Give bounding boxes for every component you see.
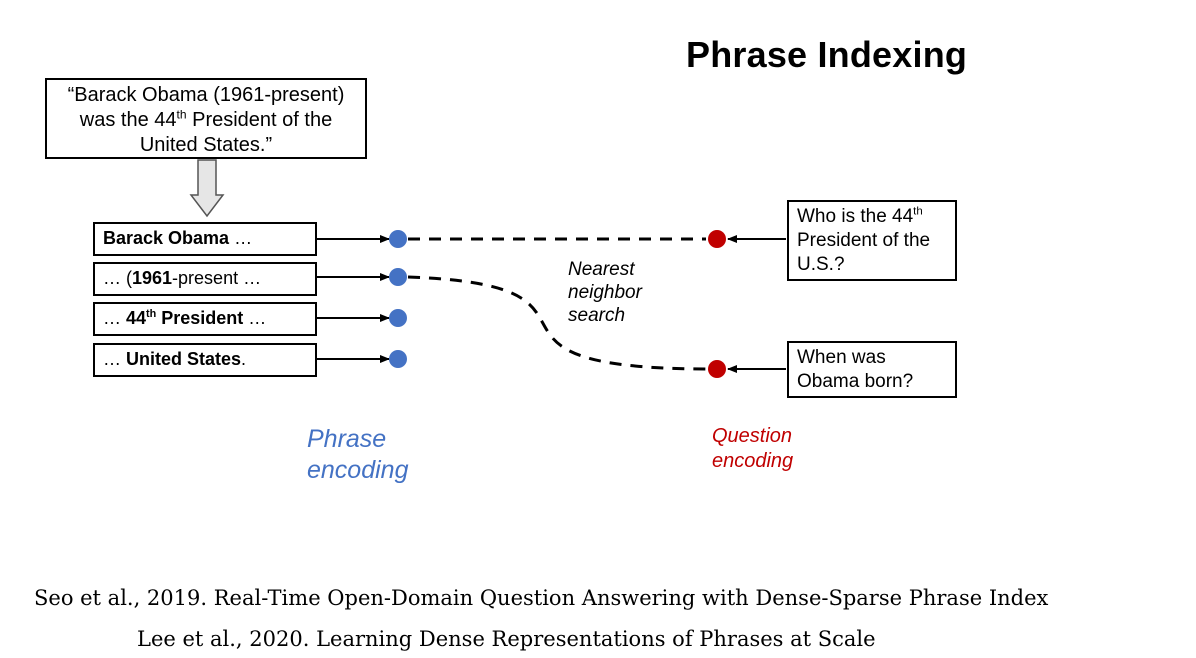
citation-2: Lee et al., 2020. Learning Dense Represe… bbox=[137, 627, 876, 651]
question-dot-2 bbox=[708, 360, 726, 378]
phrase-dot-3 bbox=[389, 309, 407, 327]
phrase-encoding-label: Phrase encoding bbox=[307, 425, 409, 484]
source-text-box: “Barack Obama (1961-present) was the 44t… bbox=[45, 78, 367, 159]
nn-link-2 bbox=[407, 275, 707, 371]
question-encoding-label: Question encoding bbox=[712, 425, 794, 472]
phrase-dot-1 bbox=[389, 230, 407, 248]
question-box-2: When was Obama born? bbox=[787, 341, 957, 398]
page-title: Phrase Indexing bbox=[686, 34, 968, 75]
phrase-dot-2 bbox=[389, 268, 407, 286]
question-box-1: Who is the 44th President of the U.S.? bbox=[787, 200, 957, 281]
phrase-box-1: Barack Obama … bbox=[93, 222, 317, 256]
citation-1: Seo et al., 2019. Real-Time Open-Domain … bbox=[34, 586, 1049, 610]
question-dot-1 bbox=[708, 230, 726, 248]
phrase-dot-4 bbox=[389, 350, 407, 368]
phrase-box-2: … (1961-present … bbox=[93, 262, 317, 296]
source-line-1: “Barack Obama (1961-present) bbox=[67, 84, 345, 106]
source-line-2: was the 44th President of the bbox=[79, 107, 333, 131]
nearest-neighbor-search-label: Nearest neighbor search bbox=[568, 259, 642, 326]
down-arrow-icon bbox=[189, 159, 225, 218]
phrase-box-3: … 44th President … bbox=[93, 302, 317, 336]
phrase-box-4: … United States. bbox=[93, 343, 317, 377]
source-line-3: United States.” bbox=[139, 134, 273, 156]
